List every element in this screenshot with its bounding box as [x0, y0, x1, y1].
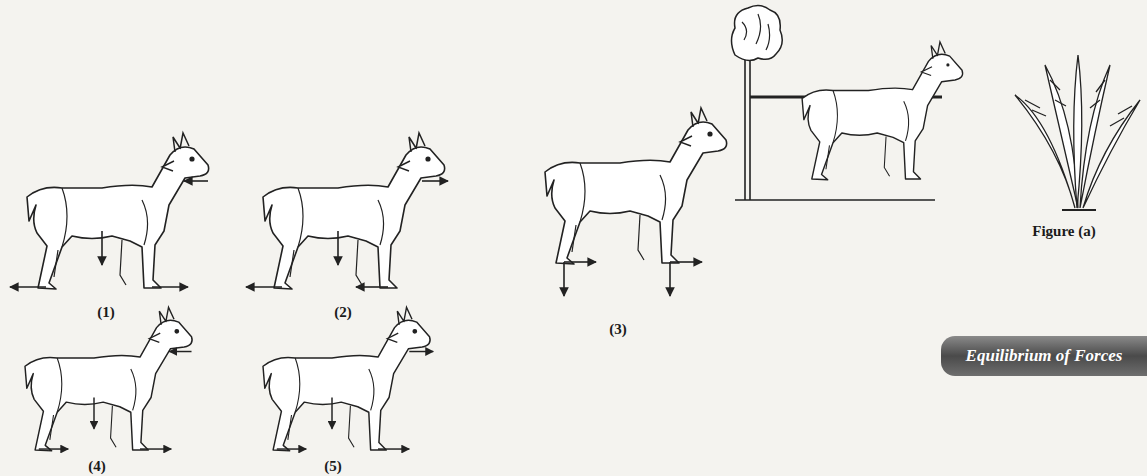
section-banner: Equilibrium of Forces — [941, 336, 1147, 376]
goat-figure — [246, 133, 448, 289]
goat-figure — [10, 133, 209, 289]
figure-number: (1) — [97, 304, 115, 321]
tethered-goat-scene — [732, 5, 1141, 210]
figure-caption: Figure (a) — [1032, 223, 1095, 240]
figure-number: (3) — [609, 321, 627, 338]
banner-text: Equilibrium of Forces — [966, 346, 1123, 366]
figure-number: (5) — [324, 458, 342, 475]
goat-figure — [263, 307, 433, 451]
goat-figure — [25, 307, 192, 451]
figure-number: (2) — [334, 304, 352, 321]
figure-number: (4) — [88, 458, 106, 475]
goat-figure — [545, 108, 727, 296]
